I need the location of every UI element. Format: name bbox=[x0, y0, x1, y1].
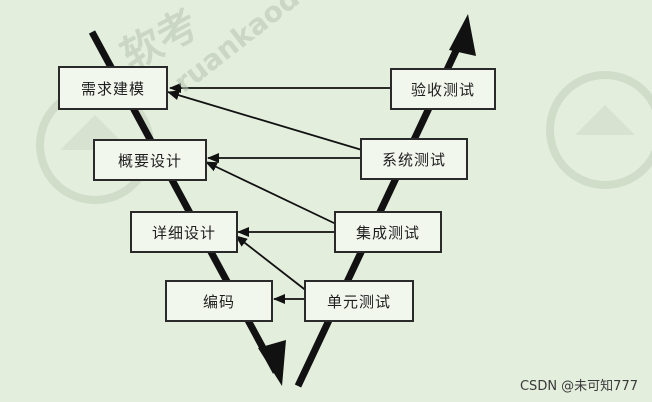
box-outline-design: 概要设计 bbox=[93, 139, 207, 181]
box-detailed-design: 详细设计 bbox=[130, 211, 238, 253]
watermark-logo-right bbox=[546, 71, 652, 189]
box-acceptance-test: 验收测试 bbox=[390, 68, 496, 110]
v-left-arrowhead bbox=[258, 340, 286, 386]
box-integration-test: 集成测试 bbox=[334, 211, 442, 253]
arrow-system-to-requirements bbox=[167, 90, 363, 151]
credit-text: CSDN @未可知777 bbox=[519, 379, 638, 394]
v-right-arrowhead bbox=[449, 14, 476, 56]
arrow-integration-to-outline bbox=[205, 161, 337, 225]
box-unit-test: 单元测试 bbox=[304, 280, 414, 322]
box-system-test: 系统测试 bbox=[360, 138, 468, 180]
box-requirements-modeling: 需求建模 bbox=[58, 66, 168, 110]
arrow-unit-to-detail bbox=[235, 235, 309, 293]
box-coding: 编码 bbox=[165, 280, 273, 322]
